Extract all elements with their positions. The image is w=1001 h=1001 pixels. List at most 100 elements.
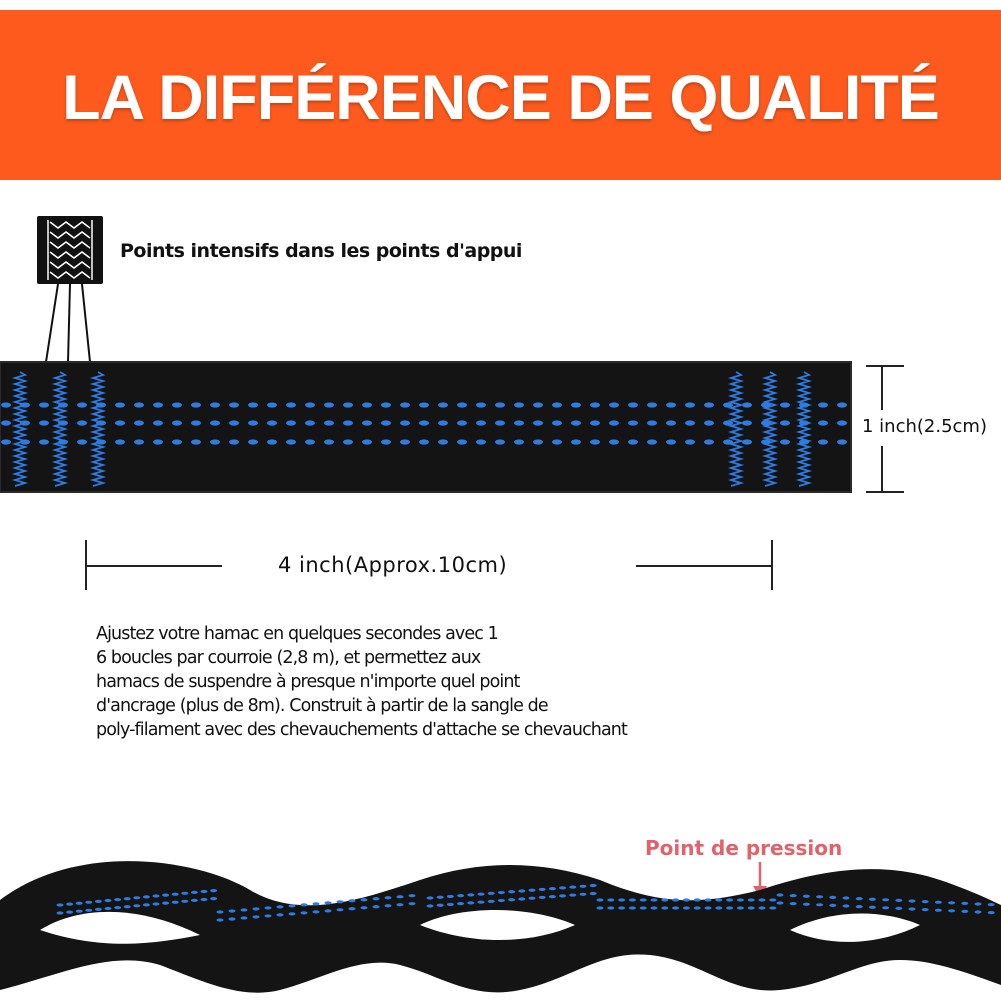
stitch-dash xyxy=(571,420,581,426)
description-line: Ajustez votre hamac en quelques secondes… xyxy=(96,624,499,644)
stitch-dash xyxy=(267,402,277,408)
stitch-dash xyxy=(518,897,526,901)
stitch-dash xyxy=(305,402,315,408)
stitch-dash xyxy=(210,402,220,408)
stitch-dash xyxy=(85,908,93,912)
stitch-dash xyxy=(837,439,847,445)
stitch-dash xyxy=(267,439,277,445)
stitch-dash xyxy=(305,420,315,426)
stitch-dash xyxy=(75,901,83,905)
stitch-dash xyxy=(837,402,847,408)
stitch-dash xyxy=(286,402,296,408)
description-line: poly-filament avec des chevauchements d'… xyxy=(96,720,628,740)
stitch-dash xyxy=(682,906,690,910)
stitch-dash xyxy=(476,402,486,408)
stitch-dash xyxy=(372,905,380,909)
stitch-dash xyxy=(607,898,615,902)
length-label: 4 inch(Approx.10cm) xyxy=(278,553,508,577)
stitch-dash xyxy=(1,439,11,445)
stitch-dash xyxy=(276,905,284,909)
stitch-dash xyxy=(381,402,391,408)
stitch-dash xyxy=(324,420,334,426)
stitch-dash xyxy=(56,911,64,915)
page-title: LA DIFFÉRENCE DE QUALITÉ xyxy=(62,63,940,133)
stitch-dash xyxy=(661,898,669,902)
stitch-dash xyxy=(181,891,189,895)
stitch-dash xyxy=(172,420,182,426)
stitch-dash xyxy=(789,902,797,906)
stitch-dash xyxy=(736,906,744,910)
stitch-dash xyxy=(987,903,995,907)
stitch-dash xyxy=(609,402,619,408)
stitch-dash xyxy=(908,899,916,903)
stitch-dash xyxy=(162,893,170,897)
description-line: 6 boucles par courroie (2,8 m), et perme… xyxy=(96,648,481,668)
bar-tack-stitch xyxy=(761,371,779,487)
stitch-dash xyxy=(802,902,810,906)
stitch-dash xyxy=(229,420,239,426)
stitch-dash xyxy=(647,420,657,426)
stitch-dash xyxy=(396,895,404,899)
stitch-dash xyxy=(921,900,929,904)
stitch-dash xyxy=(818,402,828,408)
pressure-point-label: Point de pression xyxy=(645,836,843,860)
stitch-dash xyxy=(171,900,179,904)
stitch-dash xyxy=(571,402,581,408)
stitch-dash xyxy=(661,906,669,910)
stitch-dash xyxy=(134,439,144,445)
stitch-dash xyxy=(742,420,752,426)
stitch-dash xyxy=(400,439,410,445)
stitch-dash xyxy=(348,899,356,903)
stitch-dash xyxy=(742,402,752,408)
stitch-dash xyxy=(446,902,454,907)
stitch-dash xyxy=(286,420,296,426)
stitch-dash xyxy=(559,894,567,898)
zigzag-stitch-icon xyxy=(37,216,103,284)
stitch-dash xyxy=(704,439,714,445)
stitch-dash xyxy=(628,906,636,910)
stitch-dash xyxy=(723,420,733,426)
stitch-dash xyxy=(487,899,495,903)
stitch-dash xyxy=(569,885,577,889)
stitch-dash xyxy=(948,901,956,905)
stitch-dash xyxy=(508,898,516,902)
stitch-dash xyxy=(497,898,505,903)
stitch-dash xyxy=(948,909,956,913)
stitch-dash xyxy=(408,902,416,906)
stitch-dash xyxy=(200,897,208,902)
stitch-dash xyxy=(77,420,87,426)
stitch-dash xyxy=(152,902,160,906)
stitch-dash xyxy=(336,900,344,904)
stitch-dash xyxy=(104,898,112,903)
stitch-dash xyxy=(381,439,391,445)
stitch-dash xyxy=(267,420,277,426)
stitch-dash xyxy=(305,439,315,445)
stitch-dash xyxy=(726,906,734,910)
stitch-dash xyxy=(704,420,714,426)
stitch-dash xyxy=(666,402,676,408)
stitch-dash xyxy=(758,898,766,902)
stitch-dash xyxy=(495,420,505,426)
stitching-label: Points intensifs dans les points d'appui xyxy=(120,240,522,262)
stitch-dash xyxy=(419,420,429,426)
stitch-dash xyxy=(446,894,454,899)
stitch-dash xyxy=(476,439,486,445)
stitch-dash xyxy=(533,402,543,408)
stitch-dash xyxy=(467,893,475,897)
stitch-dash xyxy=(685,439,695,445)
stitch-dash xyxy=(94,899,102,904)
stitch-dash xyxy=(628,402,638,408)
stitch-dash xyxy=(639,906,647,910)
stitch-dash xyxy=(426,896,434,900)
stitch-dash xyxy=(818,439,828,445)
stitch-dash xyxy=(508,890,516,894)
stitch-dash xyxy=(528,896,536,900)
stitch-dash xyxy=(552,439,562,445)
stitch-dash xyxy=(66,910,74,914)
stitch-dash xyxy=(552,420,562,426)
stitch-dash xyxy=(789,894,797,898)
stitch-dash xyxy=(769,906,777,910)
stitch-dash xyxy=(134,420,144,426)
stitch-dash xyxy=(747,898,755,902)
